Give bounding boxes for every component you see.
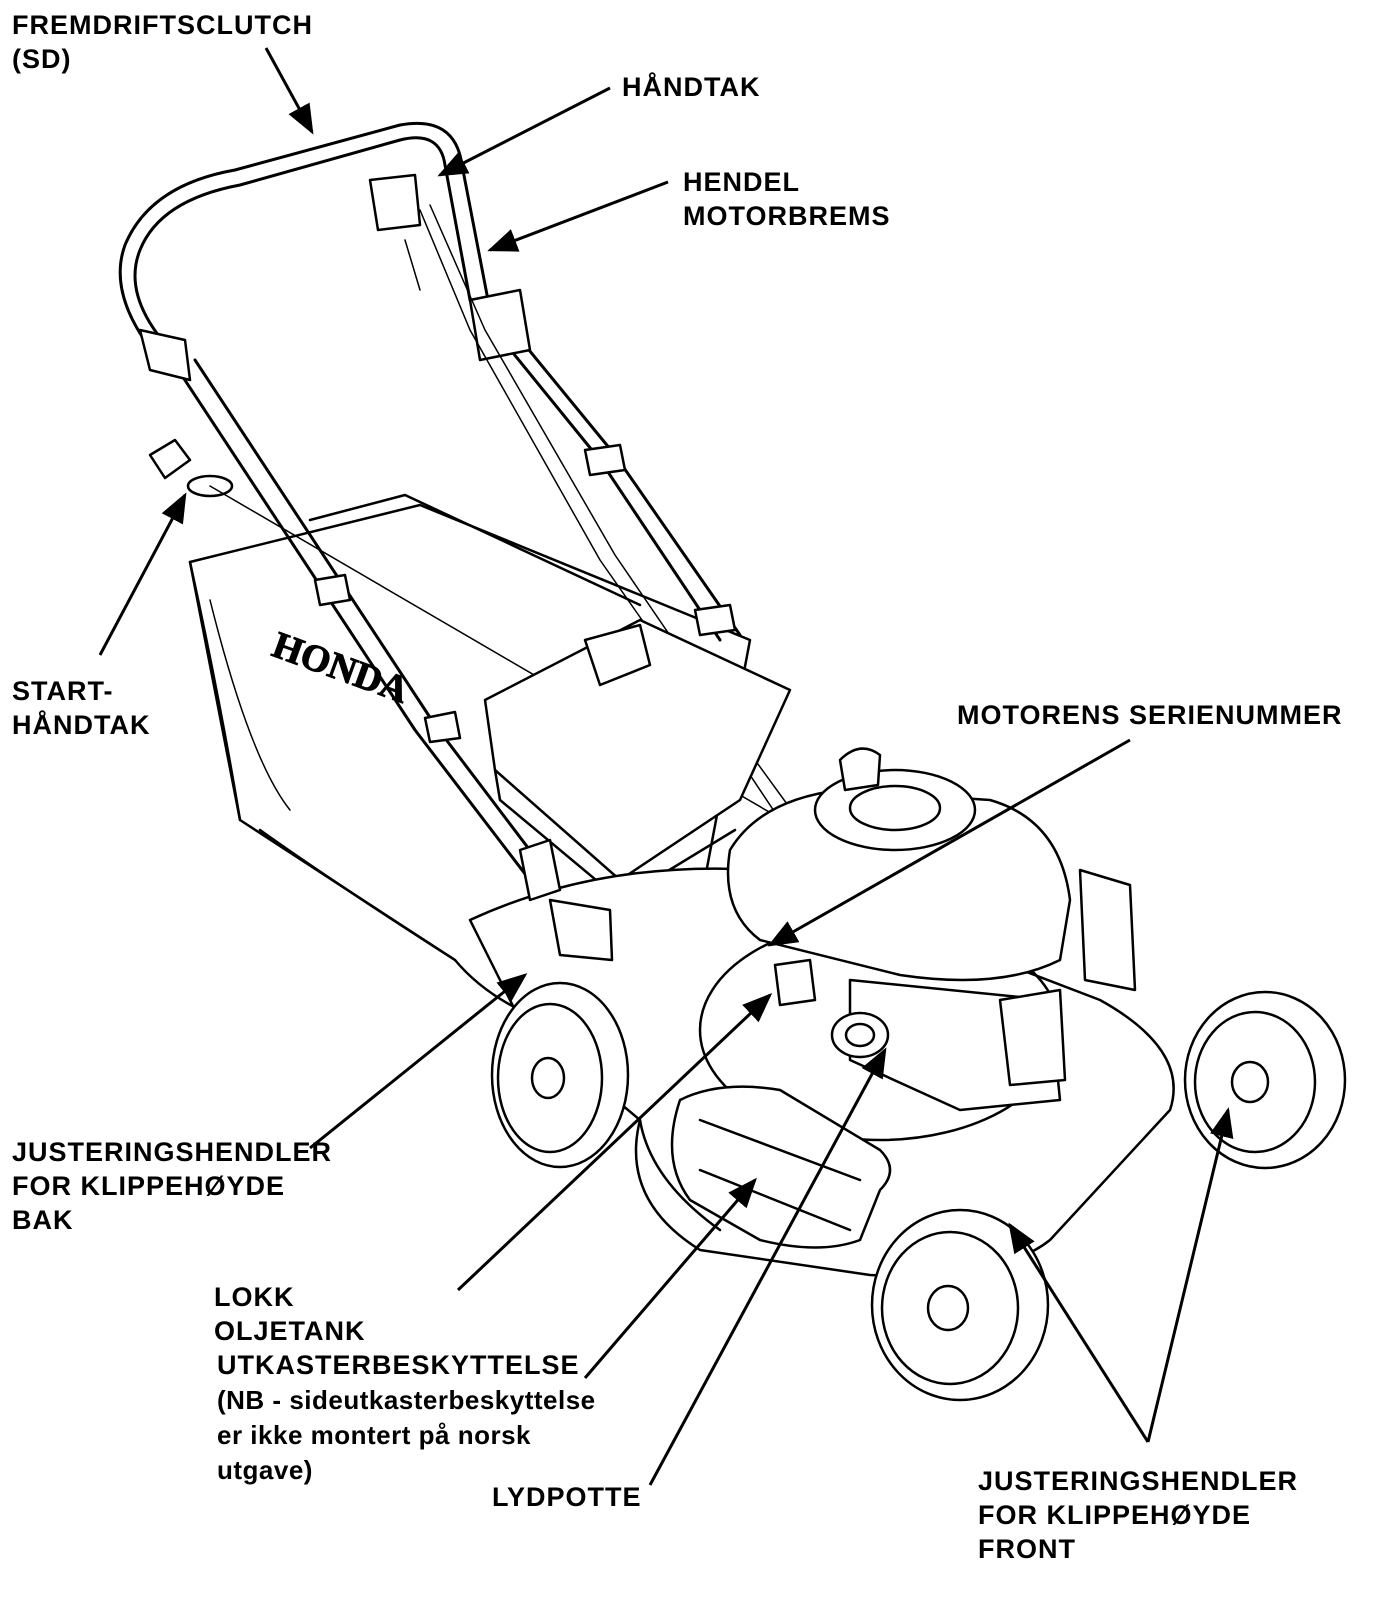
wheel-front-left [870,1208,1050,1402]
arrow-lokk-oljetank [456,992,773,1292]
label-lokk-oljetank: LOKK OLJETANK [214,1282,366,1346]
arrow-front-height-2 [1146,1107,1234,1443]
label-starthandtak: START- HÅNDTAK [12,676,151,740]
label-motorens-serienummer: MOTORENS SERIENUMMER [957,700,1343,730]
discharge-cover [670,1085,892,1249]
arrow-handtak [437,86,611,177]
arrow-justeringshendler-bak [309,973,528,1150]
wheel-front-right [1183,990,1347,1170]
engine-cover [483,618,792,902]
label-hendel-motorbrems: HENDEL MOTORBREMS [683,167,891,231]
arrow-utkasterbeskyttelse [583,1177,757,1379]
label-handtak: HÅNDTAK [622,72,761,102]
arrow-motorens-serienummer [767,738,1131,947]
label-justeringshendler-front: JUSTERINGSHENDLER FOR KLIPPEHØYDE FRONT [978,1466,1299,1564]
handle-frame [118,121,796,902]
wheel-rear-left [490,981,630,1169]
label-fremdriftsclutch: FREMDRIFTSCLUTCH (SD) [12,10,313,74]
arrow-lydpotte [648,1047,887,1486]
label-utkasterbeskyttelse: UTKASTERBESKYTTELSE (NB - sideutkasterbe… [217,1350,596,1485]
arrow-fremdriftsclutch [264,47,314,135]
rear-height-lever [518,838,614,962]
label-lydpotte: LYDPOTTE [492,1482,642,1512]
arrow-hendel-motorbrems [487,180,669,252]
arrow-front-height-1 [1008,1222,1150,1443]
label-justeringshendler-bak: JUSTERINGSHENDLER FOR KLIPPEHØYDE BAK [12,1137,333,1235]
arrow-starthandtak [98,492,187,656]
engine [726,747,1137,1112]
